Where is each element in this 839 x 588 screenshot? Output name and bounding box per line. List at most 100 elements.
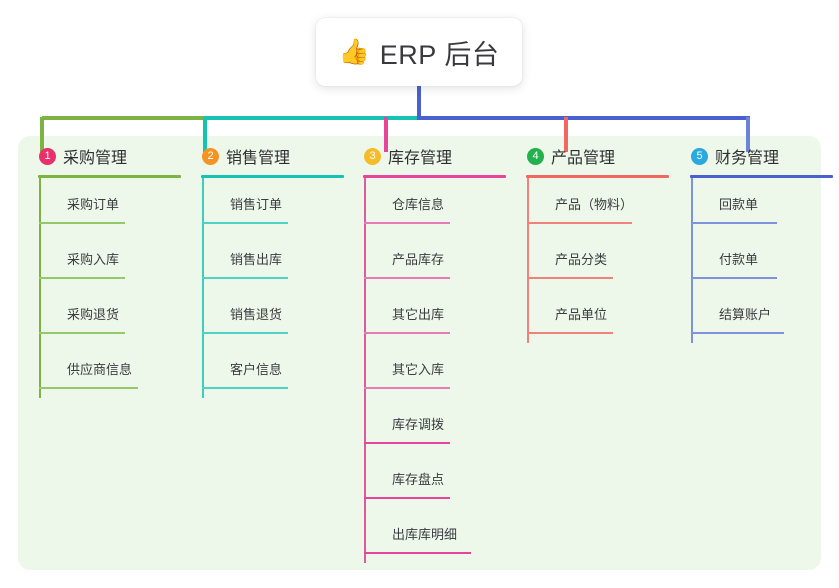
branch-items-1: 采购订单 采购入库 采购退货 供应商信息 (36, 178, 199, 398)
branch-column-3: 3 库存管理 仓库信息 产品库存 其它出库 其它入库 (361, 136, 524, 563)
list-item-label: 产品（物料） (555, 197, 634, 212)
list-item-rule (364, 222, 450, 224)
list-item[interactable]: 库存调拨 (361, 398, 524, 453)
list-item-label: 客户信息 (230, 362, 283, 377)
branch-title-2: 销售管理 (226, 150, 291, 167)
branch-items-5: 回款单 付款单 结算账户 (688, 178, 839, 343)
list-item-label: 仓库信息 (392, 197, 445, 212)
branch-spine-3 (364, 178, 366, 563)
list-item[interactable]: 采购订单 (36, 178, 199, 233)
list-item-label: 出库库明细 (392, 527, 458, 542)
list-item-label: 销售出库 (230, 252, 283, 267)
branch-rule-4 (526, 175, 669, 178)
branch-badge-4: 4 (527, 147, 544, 165)
list-item[interactable]: 采购入库 (36, 233, 199, 288)
branch-spine-5 (691, 178, 693, 343)
list-item-label: 产品分类 (555, 252, 608, 267)
branch-rule-5 (690, 175, 833, 178)
list-item[interactable]: 结算账户 (688, 288, 839, 343)
list-item-rule (527, 277, 613, 279)
branch-header-3[interactable]: 3 库存管理 (361, 136, 524, 176)
list-item[interactable]: 销售退货 (199, 288, 362, 343)
branch-header-5[interactable]: 5 财务管理 (688, 136, 839, 176)
list-item[interactable]: 产品（物料） (524, 178, 687, 233)
list-item-label: 销售订单 (230, 197, 283, 212)
branch-title-3: 库存管理 (388, 150, 453, 167)
branch-header-1[interactable]: 1 采购管理 (36, 136, 199, 176)
root-node[interactable]: 👍 ERP 后台 (316, 18, 522, 86)
list-item-label: 销售退货 (230, 307, 283, 322)
list-item[interactable]: 出库库明细 (361, 508, 524, 563)
list-item-label: 库存盘点 (392, 472, 445, 487)
list-item-rule (202, 387, 288, 389)
list-item-rule (202, 332, 288, 334)
list-item[interactable]: 销售出库 (199, 233, 362, 288)
list-item-label: 采购入库 (67, 252, 120, 267)
list-item[interactable]: 产品单位 (524, 288, 687, 343)
list-item-rule (39, 387, 138, 389)
list-item-rule (364, 277, 450, 279)
list-item-label: 回款单 (719, 197, 759, 212)
list-item-rule (202, 277, 288, 279)
branch-spine-2 (202, 178, 204, 398)
list-item-rule (527, 222, 632, 224)
list-item-rule (39, 222, 125, 224)
branch-badge-3: 3 (364, 147, 381, 165)
list-item-rule (691, 277, 777, 279)
list-item-label: 供应商信息 (67, 362, 133, 377)
list-item-rule (691, 222, 777, 224)
branch-column-1: 1 采购管理 采购订单 采购入库 采购退货 供应商信息 (36, 136, 199, 398)
branch-spine-4 (527, 178, 529, 343)
branch-column-4: 4 产品管理 产品（物料） 产品分类 产品单位 (524, 136, 687, 343)
branch-items-2: 销售订单 销售出库 销售退货 客户信息 (199, 178, 362, 398)
list-item-rule (364, 332, 450, 334)
list-item[interactable]: 产品分类 (524, 233, 687, 288)
list-item[interactable]: 其它入库 (361, 343, 524, 398)
list-item[interactable]: 回款单 (688, 178, 839, 233)
list-item-rule (202, 222, 288, 224)
list-item-rule (527, 332, 613, 334)
list-item-label: 产品库存 (392, 252, 445, 267)
list-item[interactable]: 仓库信息 (361, 178, 524, 233)
list-item[interactable]: 产品库存 (361, 233, 524, 288)
list-item-rule (39, 277, 125, 279)
list-item[interactable]: 库存盘点 (361, 453, 524, 508)
list-item[interactable]: 采购退货 (36, 288, 199, 343)
list-item[interactable]: 销售订单 (199, 178, 362, 233)
branch-header-4[interactable]: 4 产品管理 (524, 136, 687, 176)
list-item[interactable]: 付款单 (688, 233, 839, 288)
branch-rule-1 (38, 175, 181, 178)
branch-columns: 1 采购管理 采购订单 采购入库 采购退货 供应商信息 (0, 136, 839, 570)
thumbs-up-icon: 👍 (338, 37, 370, 66)
branch-badge-2: 2 (202, 147, 219, 165)
branch-rule-3 (363, 175, 506, 178)
list-item-rule (364, 497, 450, 499)
list-item[interactable]: 其它出库 (361, 288, 524, 343)
branch-items-4: 产品（物料） 产品分类 产品单位 (524, 178, 687, 343)
branch-column-5: 5 财务管理 回款单 付款单 结算账户 (688, 136, 839, 343)
root-node-label: ERP 后台 (379, 39, 500, 70)
list-item-label: 采购退货 (67, 307, 120, 322)
list-item-label: 产品单位 (555, 307, 608, 322)
list-item-rule (364, 442, 450, 444)
branch-badge-5: 5 (691, 147, 708, 165)
branch-header-2[interactable]: 2 销售管理 (199, 136, 362, 176)
branch-title-4: 产品管理 (551, 150, 616, 167)
branch-column-2: 2 销售管理 销售订单 销售出库 销售退货 客户信息 (199, 136, 362, 398)
branch-title-5: 财务管理 (715, 150, 780, 167)
list-item-label: 结算账户 (719, 307, 772, 322)
list-item-rule (39, 332, 125, 334)
branch-rule-2 (201, 175, 344, 178)
list-item-label: 付款单 (719, 252, 759, 267)
branch-title-1: 采购管理 (63, 150, 128, 167)
list-item-label: 采购订单 (67, 197, 120, 212)
branch-spine-1 (39, 178, 41, 398)
branch-badge-1: 1 (39, 147, 56, 165)
list-item[interactable]: 客户信息 (199, 343, 362, 398)
list-item[interactable]: 供应商信息 (36, 343, 199, 398)
list-item-rule (364, 552, 471, 554)
list-item-label: 其它出库 (392, 307, 445, 322)
list-item-label: 其它入库 (392, 362, 445, 377)
list-item-label: 库存调拨 (392, 417, 445, 432)
